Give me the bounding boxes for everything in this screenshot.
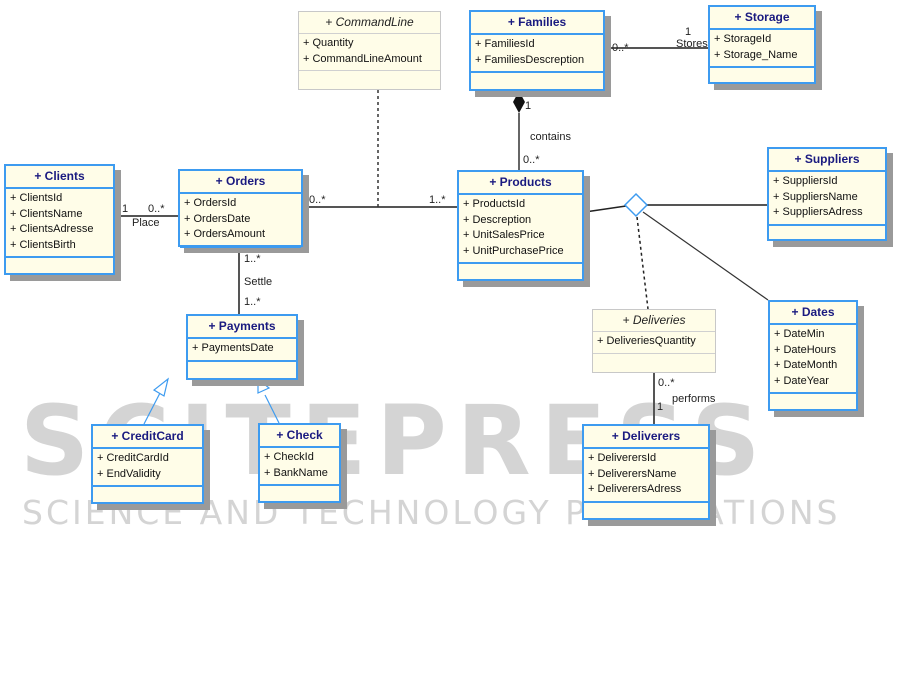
class-name: + Deliveries bbox=[593, 310, 715, 332]
class-attribute: + DeliveriesQuantity bbox=[597, 335, 696, 347]
class-box-orders[interactable]: + Orders + OrdersId + OrdersDate + OrdersAm… bbox=[178, 169, 303, 248]
attribute-compartment: + ClientsId + ClientsName + ClientsAdresse… bbox=[6, 189, 113, 258]
mult-orders-side: 0..* bbox=[309, 194, 326, 206]
class-box-storage[interactable]: + Storage + StorageId + Storage_Name bbox=[708, 5, 816, 84]
assoc-label-place: Place bbox=[132, 217, 160, 229]
class-name: + Products bbox=[459, 172, 582, 195]
class-attribute: + OrdersId bbox=[184, 197, 237, 209]
assoc-label-contains: contains bbox=[530, 131, 571, 143]
class-attribute: + DeliverersId bbox=[588, 452, 657, 464]
mult-settle-orders: 1..* bbox=[244, 253, 261, 265]
attribute-compartment: + DeliverersId + DeliverersName + Delivere… bbox=[584, 449, 708, 503]
class-attribute: + CheckId bbox=[264, 451, 314, 463]
mult-settle-payments: 1..* bbox=[244, 296, 261, 308]
assoc-label-performs: performs bbox=[672, 393, 716, 405]
class-name: + Check bbox=[260, 425, 339, 448]
attribute-compartment: + PaymentsDate bbox=[188, 339, 296, 362]
attribute-compartment: + OrdersId + OrdersDate + OrdersAmount bbox=[180, 194, 301, 248]
class-attribute: + Storage_Name bbox=[714, 48, 798, 61]
class-box-families[interactable]: + Families + FamiliesId + FamiliesDescrept… bbox=[469, 10, 605, 91]
class-attribute: + StorageId bbox=[714, 33, 772, 45]
attribute-compartment: + StorageId + Storage_Name bbox=[710, 30, 814, 68]
assoc-label-stores: Stores bbox=[676, 38, 708, 50]
attribute-compartment: + ProductsId + Descreption + UnitSalesPric… bbox=[459, 195, 582, 264]
class-box-payments[interactable]: + Payments + PaymentsDate bbox=[186, 314, 298, 380]
generalization-creditcard bbox=[143, 392, 161, 425]
class-attribute: + SuppliersAdress bbox=[773, 206, 863, 218]
generalization-arrow-icon bbox=[257, 377, 271, 394]
class-attribute: + DeliverersAdress bbox=[588, 483, 682, 495]
class-attribute: + ClientsId bbox=[10, 192, 63, 204]
mult-place-orders: 0..* bbox=[148, 203, 165, 215]
class-attribute: + DateMin bbox=[774, 328, 825, 340]
attribute-compartment: + CheckId + BankName bbox=[260, 448, 339, 486]
attribute-compartment: + DateMin + DateHours + DateMonth + DateYea… bbox=[770, 325, 856, 394]
class-box-check[interactable]: + Check + CheckId + BankName bbox=[258, 423, 341, 503]
class-attribute: + DateHours bbox=[774, 343, 837, 356]
class-box-products[interactable]: + Products + ProductsId + Descreption + Uni… bbox=[457, 170, 584, 281]
attribute-compartment: + SuppliersId + SuppliersName + SuppliersA… bbox=[769, 172, 885, 226]
class-attribute: + EndValidity bbox=[97, 467, 161, 480]
class-box-deliveries[interactable]: + Deliveries + DeliveriesQuantity bbox=[592, 309, 716, 373]
mult-performs-deliveries: 0..* bbox=[658, 377, 675, 389]
class-name: + Storage bbox=[710, 7, 814, 30]
generalization-check bbox=[264, 394, 280, 424]
class-attribute: + CreditCardId bbox=[97, 452, 169, 464]
class-attribute: + OrdersDate bbox=[184, 212, 251, 225]
class-attribute: + Descreption bbox=[463, 213, 532, 226]
attribute-compartment: + DeliveriesQuantity bbox=[593, 332, 715, 354]
nary-diamond-icon bbox=[623, 192, 649, 218]
attribute-compartment: + FamiliesId + FamiliesDescreption bbox=[471, 35, 603, 73]
class-name: + Orders bbox=[180, 171, 301, 194]
class-attribute: + SuppliersId bbox=[773, 175, 838, 187]
class-attribute: + UnitSalesPrice bbox=[463, 229, 545, 241]
class-attribute: + SuppliersName bbox=[773, 190, 858, 203]
class-attribute: + ProductsId bbox=[463, 198, 526, 210]
class-name: + Payments bbox=[188, 316, 296, 339]
class-attribute: + Quantity bbox=[303, 37, 354, 49]
class-attribute: + ClientsBirth bbox=[10, 238, 76, 251]
mult-stores-storage: 1 bbox=[685, 26, 692, 38]
class-attribute: + ClientsAdresse bbox=[10, 223, 94, 235]
class-attribute: + FamiliesDescreption bbox=[475, 53, 585, 66]
composition-diamond-icon bbox=[513, 91, 525, 113]
class-attribute: + BankName bbox=[264, 466, 328, 479]
nary-dates bbox=[642, 211, 769, 301]
class-name: + Clients bbox=[6, 166, 113, 189]
class-box-clients[interactable]: + Clients+ ClientsId+ ClientsName+ Clien… bbox=[4, 164, 115, 275]
class-attribute: + UnitPurchasePrice bbox=[463, 244, 564, 257]
class-name: + CommandLine bbox=[299, 12, 440, 34]
class-attribute: + DateMonth bbox=[774, 359, 838, 371]
mult-stores-families: 0..* bbox=[612, 42, 629, 54]
class-name: + Deliverers bbox=[584, 426, 708, 449]
class-attribute: + DateYear bbox=[774, 374, 829, 387]
class-name: + CreditCard bbox=[93, 426, 202, 449]
mult-contains-families: 1 bbox=[525, 100, 532, 112]
class-box-suppliers[interactable]: + Suppliers+ SuppliersId+ SuppliersName+… bbox=[767, 147, 887, 241]
attribute-compartment: + Quantity + CommandLineAmount bbox=[299, 34, 440, 71]
class-name: + Dates bbox=[770, 302, 856, 325]
mult-contains-products: 0..* bbox=[523, 154, 540, 166]
class-box-commandline[interactable]: + CommandLine + Quantity + CommandLineAmou… bbox=[298, 11, 441, 90]
class-box-dates[interactable]: + Dates+ DateMin+ DateHours+ DateMonth+ … bbox=[768, 300, 858, 411]
assoc-class-link-deliveries bbox=[636, 216, 649, 310]
assoc-label-settle: Settle bbox=[244, 276, 273, 288]
class-attribute: + FamiliesId bbox=[475, 38, 535, 50]
mult-place-clients: 1 bbox=[122, 203, 129, 215]
generalization-arrow-icon bbox=[152, 377, 169, 397]
class-attribute: + ClientsName bbox=[10, 207, 83, 220]
class-attribute: + PaymentsDate bbox=[192, 342, 274, 354]
class-attribute: + DeliverersName bbox=[588, 467, 677, 480]
nary-products bbox=[584, 205, 627, 213]
class-name: + Suppliers bbox=[769, 149, 885, 172]
mult-products-side: 1..* bbox=[429, 194, 446, 206]
class-name: + Families bbox=[471, 12, 603, 35]
class-box-creditcard[interactable]: + CreditCard + CreditCardId + EndValidity bbox=[91, 424, 204, 504]
class-attribute: + OrdersAmount bbox=[184, 228, 266, 240]
class-attribute: + CommandLineAmount bbox=[303, 52, 422, 65]
class-box-deliverers[interactable]: + Deliverers + DeliverersId + DeliverersNa… bbox=[582, 424, 710, 520]
attribute-compartment: + CreditCardId + EndValidity bbox=[93, 449, 202, 487]
mult-performs-deliverers: 1 bbox=[657, 401, 664, 413]
